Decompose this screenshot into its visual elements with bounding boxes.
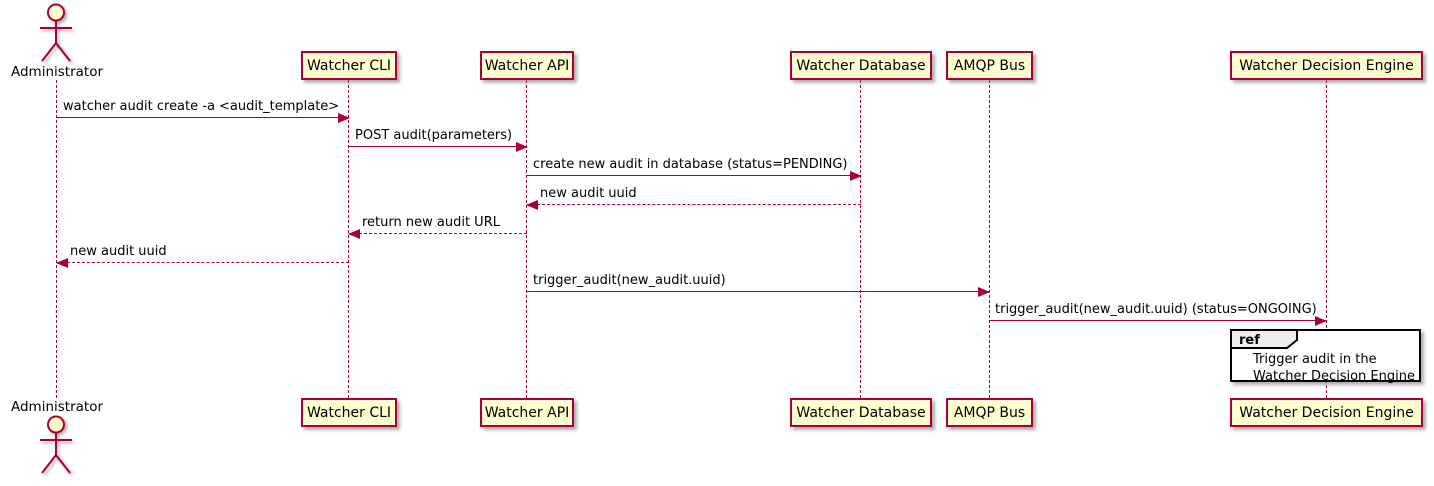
message-label: new audit uuid <box>540 186 637 201</box>
actor-figure-icon <box>34 2 78 68</box>
ref-keyword: ref <box>1239 333 1260 348</box>
arrowhead-right-icon <box>338 113 350 123</box>
arrowhead-left-icon <box>348 229 360 239</box>
message-line <box>349 146 527 147</box>
arrowhead-right-icon <box>516 142 528 152</box>
participant-bottom-watcher-decision-engine: Watcher Decision Engine <box>1230 398 1423 427</box>
ref-keyword-tab: ref <box>1230 329 1300 354</box>
message-line <box>57 262 349 263</box>
participant-top-watcher-database: Watcher Database <box>790 51 932 80</box>
message-line <box>57 117 349 118</box>
message-line <box>527 204 861 205</box>
arrowhead-right-icon <box>1315 316 1327 326</box>
message-label: trigger_audit(new_audit.uuid) (status=ON… <box>995 302 1317 317</box>
message-label: trigger_audit(new_audit.uuid) <box>533 273 726 288</box>
lifeline-watcher-cli <box>348 80 349 398</box>
message-label: POST audit(parameters) <box>355 128 513 143</box>
lifeline-watcher-api <box>526 80 527 398</box>
arrowhead-right-icon <box>850 171 862 181</box>
participant-top-watcher-cli: Watcher CLI <box>301 51 397 80</box>
message-line <box>527 175 861 176</box>
participant-bottom-watcher-cli: Watcher CLI <box>301 398 397 427</box>
message-label: watcher audit create -a <audit_template> <box>63 99 340 114</box>
participant-bottom-amqp-bus: AMQP Bus <box>946 398 1033 427</box>
participant-top-watcher-api: Watcher API <box>480 51 574 80</box>
arrowhead-right-icon <box>978 287 990 297</box>
message-label: return new audit URL <box>362 215 500 230</box>
participant-top-amqp-bus: AMQP Bus <box>946 51 1033 80</box>
participant-bottom-watcher-database: Watcher Database <box>790 398 932 427</box>
participant-bottom-watcher-api: Watcher API <box>480 398 574 427</box>
message-line <box>989 320 1326 321</box>
actor-figure-icon <box>34 414 78 480</box>
arrowhead-left-icon <box>526 200 538 210</box>
lifeline-amqp-bus <box>989 80 990 398</box>
actor-label-bottom: Administrator <box>10 399 104 415</box>
lifeline-watcher-decision-engine <box>1326 80 1327 398</box>
message-line <box>349 233 527 234</box>
ref-fragment: ref Trigger audit in the Watcher Decisio… <box>1230 329 1421 384</box>
participant-top-watcher-decision-engine: Watcher Decision Engine <box>1230 51 1423 80</box>
message-line <box>527 291 989 292</box>
ref-text-line-2: Watcher Decision Engine <box>1253 368 1415 384</box>
ref-text-line-1: Trigger audit in the <box>1253 352 1377 367</box>
actor-label-top: Administrator <box>10 64 104 80</box>
message-label: new audit uuid <box>70 244 167 259</box>
message-label: create new audit in database (status=PEN… <box>533 157 848 172</box>
arrowhead-left-icon <box>56 258 68 268</box>
lifeline-watcher-database <box>860 80 861 398</box>
lifeline-administrator <box>56 80 57 398</box>
